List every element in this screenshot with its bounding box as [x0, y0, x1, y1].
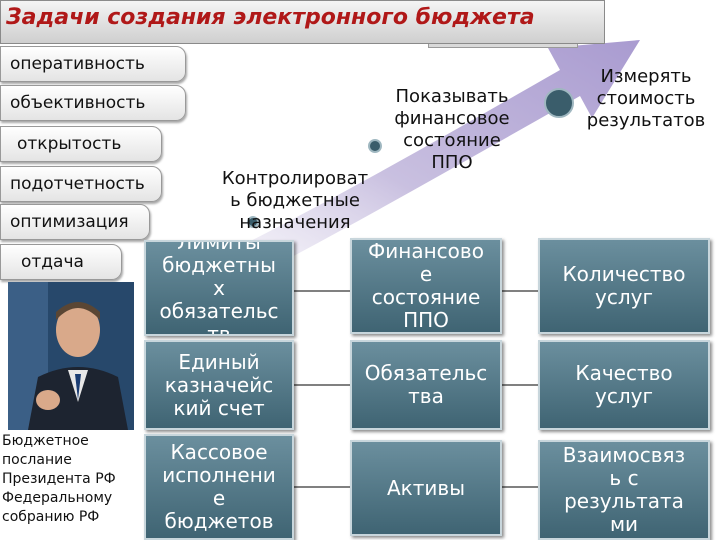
connector-line — [500, 384, 540, 386]
task-box-label: Финансово е состояние ППО — [368, 239, 484, 332]
task-box-financial-state: Финансово е состояние ППО — [350, 238, 502, 334]
task-box-quality: Качество услуг — [538, 340, 710, 430]
task-box-treasury: Единый казначейс кий счет — [144, 340, 294, 430]
task-box-obligations: Обязательс тва — [350, 340, 502, 430]
goal-dot-show — [368, 139, 382, 153]
page-title: Задачи создания электронного бюджета — [6, 5, 535, 30]
task-box-results-link: Взаимосвяз ь с результата ми — [538, 440, 710, 540]
task-box-assets: Активы — [350, 440, 502, 536]
goal-dot-measure — [544, 88, 574, 118]
principle-item: отдача — [0, 244, 122, 280]
task-box-execution: Кассовое исполнени е бюджетов — [144, 434, 294, 540]
principle-item: открытость — [0, 126, 162, 162]
task-box-label: Единый казначейс кий счет — [164, 349, 274, 420]
principle-item: объективность — [0, 85, 186, 121]
goal-show-text: Показывать финансовое состояние ППО — [394, 86, 510, 173]
president-photo — [8, 282, 134, 430]
task-box-label: Качество услуг — [575, 361, 673, 408]
connector-line — [500, 290, 540, 292]
principle-item: оперативность — [0, 46, 186, 82]
connector-line — [292, 384, 352, 386]
principle-item: подотчетность — [0, 166, 162, 202]
task-box-label: Взаимосвяз ь с результата ми — [562, 443, 686, 536]
goal-measure-text: Измерять стоимость результатов — [586, 66, 706, 131]
goal-control-text: Контролироват ь бюджетные назначения — [221, 168, 369, 233]
task-box-label: Обязательс тва — [364, 361, 488, 408]
goal-dot-control — [247, 216, 259, 228]
task-box-quantity: Количество услуг — [538, 238, 710, 334]
title-bar — [0, 0, 605, 44]
photo-caption: Бюджетное послание Президента РФ Федерал… — [2, 433, 116, 525]
connector-line — [292, 486, 352, 488]
task-box-label: Лимиты бюджетны х обязательс тв — [159, 240, 279, 336]
task-box-label: Количество услуг — [562, 262, 686, 309]
task-box-limits: Лимиты бюджетны х обязательс тв — [144, 240, 294, 336]
connector-line — [292, 290, 352, 292]
principle-item: оптимизация — [0, 204, 150, 240]
task-box-label: Активы — [387, 475, 465, 500]
task-box-label: Кассовое исполнени е бюджетов — [162, 440, 276, 533]
connector-line — [500, 486, 540, 488]
